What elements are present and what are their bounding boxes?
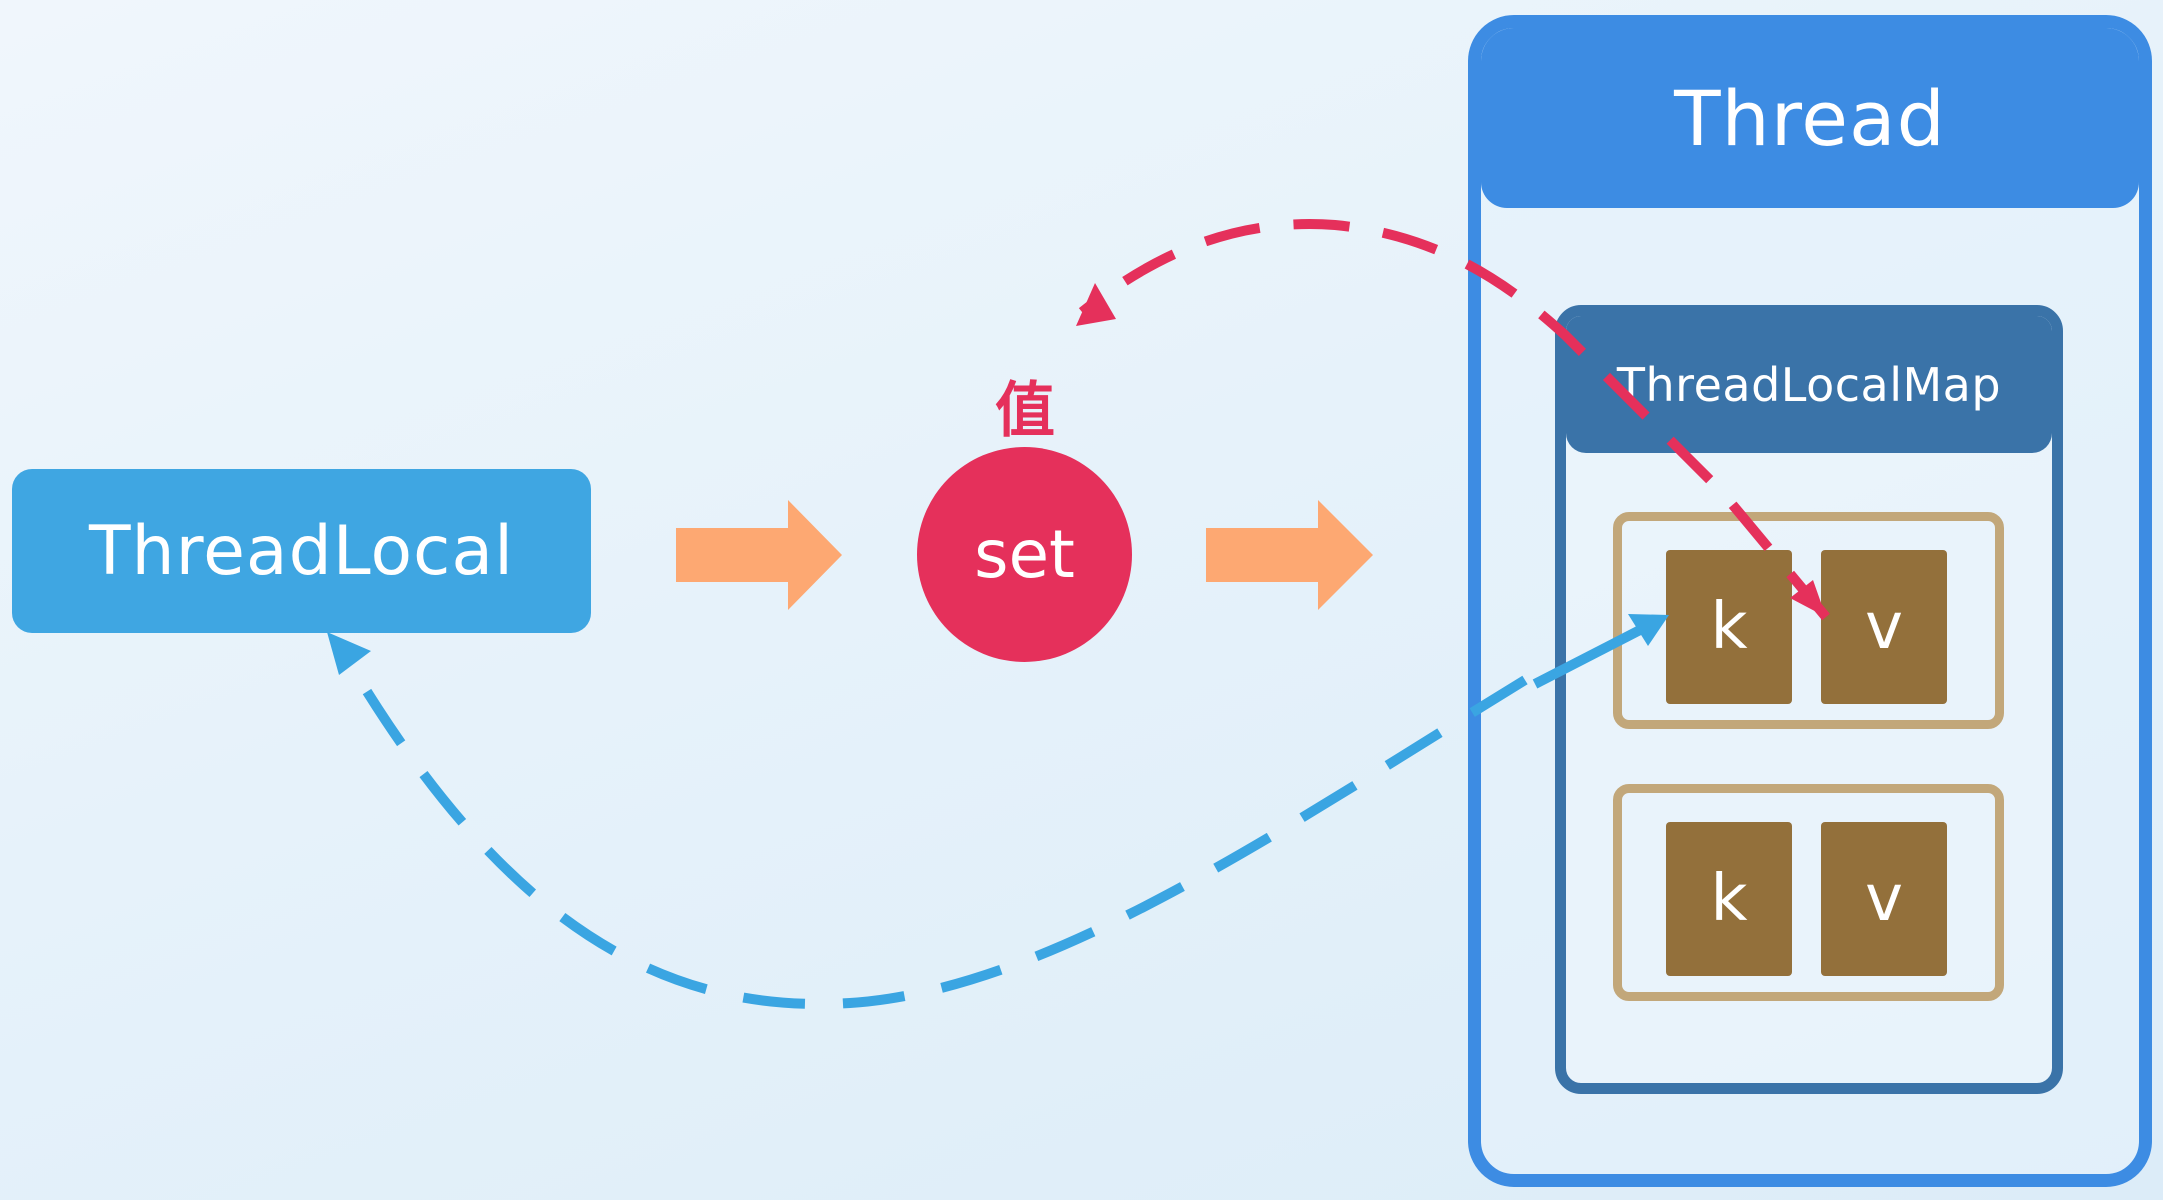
entry-value-cell: v <box>1821 550 1947 704</box>
map-entry: k v <box>1613 784 2004 1001</box>
blue-dashed-return-arrow <box>338 649 1528 1009</box>
entry-value-cell: v <box>1821 822 1947 976</box>
thread-title: Thread <box>1674 73 1946 163</box>
threadlocal-box: ThreadLocal <box>12 469 591 633</box>
red-arrowhead-icon <box>1790 580 1826 617</box>
blue-arrowhead-icon <box>327 632 371 675</box>
red-dashed-arrow <box>1078 219 1830 621</box>
map-entry: k v <box>1613 512 2004 729</box>
entry-key-label: k <box>1710 590 1748 664</box>
flow-arrow-right-icon <box>676 500 842 610</box>
threadlocalmap-title: ThreadLocalMap <box>1616 357 2002 412</box>
entry-value-label: v <box>1865 862 1903 936</box>
blue-arrow-shaft <box>1532 625 1643 689</box>
threadlocal-label: ThreadLocal <box>88 511 514 591</box>
thread-header: Thread <box>1481 28 2139 208</box>
value-label: 值 <box>995 376 1055 446</box>
set-circle: set <box>917 447 1132 662</box>
red-arrowhead-icon <box>1076 283 1116 326</box>
threadlocalmap-panel: ThreadLocalMap <box>1555 305 2063 1094</box>
entry-key-cell: k <box>1666 822 1792 976</box>
threadlocalmap-header: ThreadLocalMap <box>1566 316 2052 453</box>
blue-arrowhead-icon <box>1628 614 1669 646</box>
entry-key-cell: k <box>1666 550 1792 704</box>
set-label: set <box>974 516 1075 593</box>
entry-value-label: v <box>1865 590 1903 664</box>
entry-key-label: k <box>1710 862 1748 936</box>
flow-arrow-right-icon <box>1206 500 1373 610</box>
